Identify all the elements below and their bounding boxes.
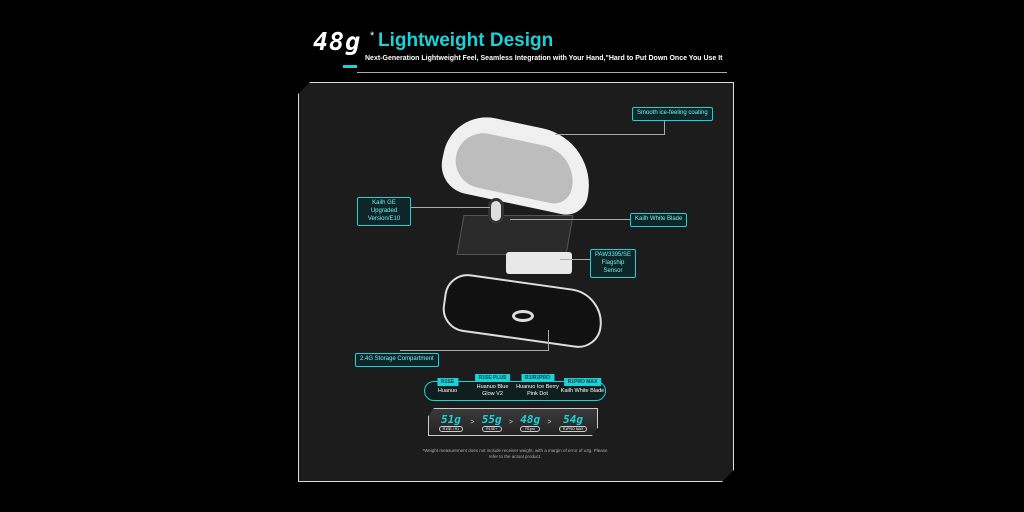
callout-switch: Kailh White Blade [630,213,688,227]
weight-headline: 48g [313,27,362,56]
callout-line [555,134,665,135]
callout-line [410,207,490,208]
weight-value: 55g [481,412,502,426]
sensor-ring [512,310,534,322]
arrow-icon: > [470,418,475,426]
callout-line [548,330,549,350]
weight-label: R1PRO MAX [559,426,588,432]
scroll-wheel [488,198,504,224]
variant-switch: Huanuo [437,387,458,394]
sensor-module [506,252,572,274]
accent-bar [343,65,357,68]
weight-label: R1SE+ [482,426,502,432]
variant-switch: Kailh White Blade [560,387,605,394]
weight-label: R1pro [520,426,540,432]
weight-value: 51g [440,412,461,426]
subtitle: Next-Generation Lightweight Feel, Seamle… [365,55,723,62]
weight-disclaimer: *Weight measurement does not include rec… [422,448,608,459]
callout-sensor: PAW3395/SE Flagship Sensor [590,249,636,279]
mouse-pcb [456,215,574,255]
variant-switch: Huanuo Blue Glow V2 [476,384,509,397]
arrow-icon: > [547,418,552,426]
callout-encoder: Kailh GE Upgraded Version/E10 [357,197,411,227]
callout-line [400,350,549,351]
weight-value: 54g [563,412,583,426]
weight-label: R1SE / R1 [439,426,464,432]
variant-switch: Huanuo Ice Berry Pink Dot [516,384,559,397]
page-title: Lightweight Design [378,30,554,51]
callout-line [560,259,590,260]
variant-model: R1SE [436,377,459,386]
variant-model: R1PRO MAX [563,377,602,386]
variant-model: R1/R1PRO [520,374,555,383]
weight-value: 48g [520,412,541,426]
callout-coating: Smooth ice-feeling coating [632,107,713,121]
callout-line [664,118,665,135]
callout-storage: 2.4G Storage Compartment [355,353,439,367]
header-divider [357,72,727,73]
asterisk: * [370,30,375,42]
callout-line [510,219,630,220]
arrow-icon: > [508,418,513,426]
variant-model: R1SE PLUS [474,374,511,383]
